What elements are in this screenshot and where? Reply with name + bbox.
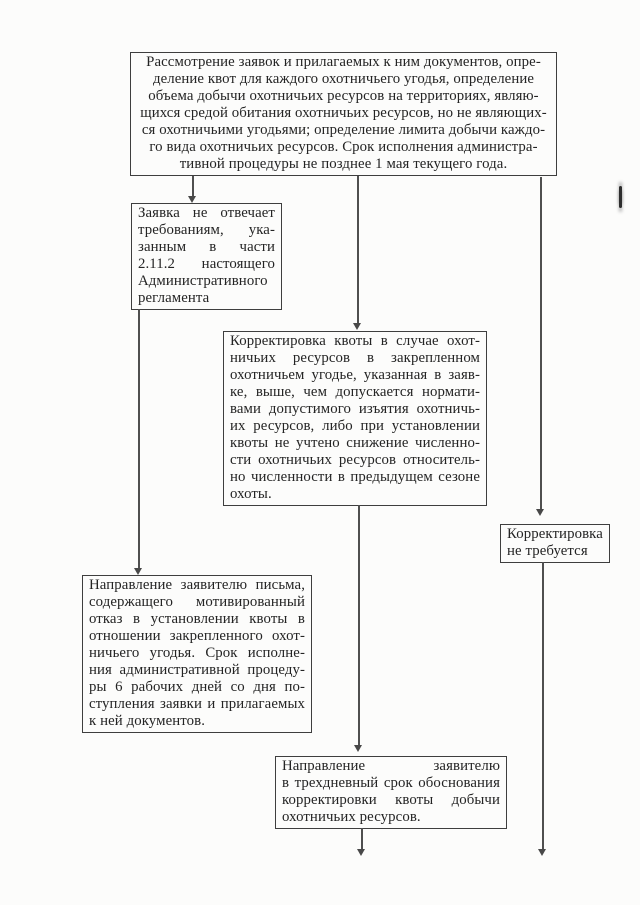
text-line: регламента <box>138 290 210 306</box>
text-line: корректировки квоты добычи <box>282 792 500 808</box>
text-line: не требуется <box>507 543 588 559</box>
text-line: вами допустимого изъятия охотничь- <box>230 401 480 417</box>
arrow-review-to-quota-adjustment <box>357 176 359 323</box>
arrow-claim-rejected-to-refusal-letter <box>138 309 140 568</box>
text-line: ке, выше, чем допускается нормати- <box>230 384 480 400</box>
scan-artifact <box>619 186 622 208</box>
text-line: охотничьем угодье, указанная в заяв- <box>230 367 480 383</box>
text-line: квоты не учтено снижение численно- <box>230 435 480 451</box>
arrow-quota-adjustment-to-send-justification <box>358 505 360 745</box>
arrowhead-down-icon <box>188 196 196 203</box>
text-line: содержащего мотивированный <box>89 594 305 610</box>
text-line: их ресурсов, либо при установлении <box>230 418 480 434</box>
flow-node-refusal-letter: Направление заявителю письма,содержащего… <box>82 575 312 733</box>
arrow-no-adjustment-continues <box>542 562 544 849</box>
text-line: в трехдневный срок обоснования <box>282 775 500 791</box>
flow-node-quota-adjustment-case: Корректировка квоты в случае охот-ничьих… <box>223 331 487 506</box>
text-line: к ней документов. <box>89 713 206 729</box>
text-line: занным в части <box>138 239 275 255</box>
text-line: охотничьих ресурсов. <box>282 809 421 825</box>
text-line: Корректировка квоты в случае охот- <box>230 333 480 349</box>
arrow-review-to-claim-rejected <box>192 176 194 196</box>
text-line: требованиям, ука- <box>138 222 275 238</box>
text-line: Административного <box>138 273 268 289</box>
text-line: тивной процедуры не позднее 1 мая текуще… <box>179 156 508 172</box>
arrowhead-down-icon <box>538 849 546 856</box>
text-line: 2.11.2 настоящего <box>138 256 275 272</box>
arrowhead-down-icon <box>134 568 142 575</box>
arrowhead-down-icon <box>536 509 544 516</box>
flow-node-review-of-applications: Рассмотрение заявок и прилагаемых к ним … <box>130 52 557 176</box>
arrow-send-justification-continues <box>361 828 363 849</box>
arrow-review-to-no-adjustment <box>540 177 542 509</box>
text-line: Направление заявителю <box>282 758 500 774</box>
text-line: сти охотничьих ресурсов относитель- <box>230 452 480 468</box>
text-line: ся охотничьими угодьями; определение лим… <box>141 122 546 138</box>
arrowhead-down-icon <box>357 849 365 856</box>
text-line: ступления заявки и прилагаемых <box>89 696 305 712</box>
text-line: го вида охотничьих ресурсов. Срок исполн… <box>149 139 538 155</box>
text-line: ничьих ресурсов в закрепленном <box>230 350 480 366</box>
text-line: Рассмотрение заявок и прилагаемых к ним … <box>146 54 541 70</box>
text-line: ния административной процеду- <box>89 662 305 678</box>
arrowhead-down-icon <box>354 745 362 752</box>
text-line: Направление заявителю письма, <box>89 577 305 593</box>
text-line: отказ в установлении квоты в <box>89 611 305 627</box>
text-line: ры 6 рабочих дней со дня по- <box>89 679 305 695</box>
text-line: щихся средой обитания охотничьих ресурсо… <box>140 105 547 121</box>
text-line: деление квот для каждого охотничьего уго… <box>152 71 535 87</box>
text-line: но численности в предыдущем сезоне <box>230 469 480 485</box>
text-line: охоты. <box>230 486 272 502</box>
text-line: объема добычи охотничьих ресурсов на тер… <box>148 88 539 104</box>
text-line: Заявка не отвечает <box>138 205 275 221</box>
text-line: ничьего угодья. Срок исполне- <box>89 645 305 661</box>
text-line: Корректировка <box>507 526 603 542</box>
text-line: отношении закрепленного охот- <box>89 628 305 644</box>
arrowhead-down-icon <box>353 323 361 330</box>
